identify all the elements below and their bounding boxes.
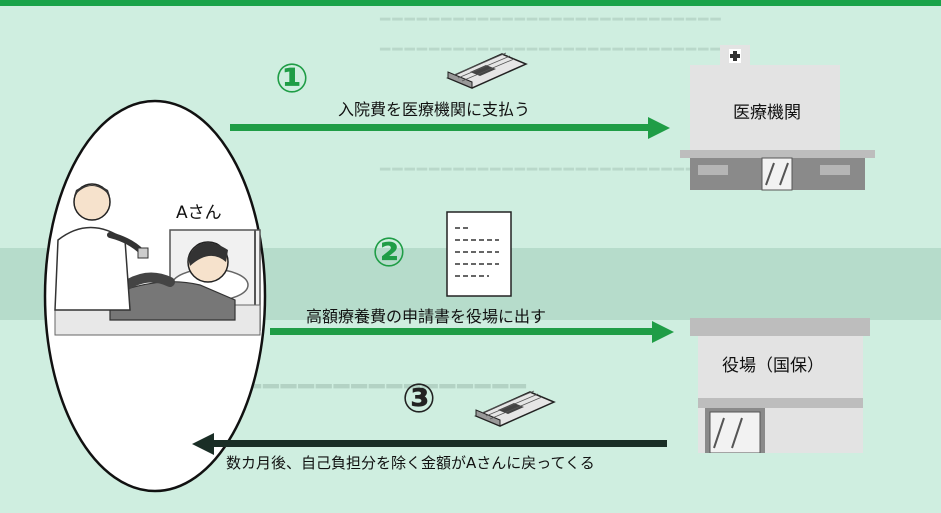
hospital-icon [680, 45, 875, 191]
document-icon [446, 211, 512, 297]
background-text: ━━━━━━━━━━━━━━━━━━ [210, 372, 528, 402]
background-text: ━━━━━━━━━━━━━━━━━━━━━━━━━━━━ [380, 40, 723, 60]
money-bundle-icon [474, 390, 556, 427]
step-1-arrowhead [648, 117, 670, 139]
top-accent-bar [0, 0, 941, 6]
step-2-label: 高額療養費の申請書を役場に出す [306, 307, 547, 326]
step-3-arrow [212, 440, 667, 447]
step-3-number: ③ [402, 376, 436, 422]
patient-label: Aさん [176, 203, 222, 223]
step-3-label: 数カ月後、自己負担分を除く金額がAさんに戻ってくる [226, 454, 595, 472]
town-hall-label: 役場（国保） [722, 356, 824, 376]
step-2-arrow [270, 328, 655, 335]
step-2-number: ② [372, 230, 406, 276]
background-text: ━━━━━━━━━━━━━━━━━━━━━━━━━━━━ [380, 10, 723, 30]
hospital-label: 医療機関 [733, 103, 801, 123]
background-text: ━━━━━━━━━━━━━━━━━━━━━━━━━━━━ [380, 160, 723, 180]
town-hall-icon [690, 318, 870, 453]
step-1-arrow [230, 124, 650, 131]
step-1-number: ① [275, 56, 309, 102]
nurse-and-patient-illustration [54, 183, 261, 336]
step-1-label: 入院費を医療機関に支払う [338, 100, 531, 119]
step-3-arrowhead [192, 433, 214, 455]
money-bundle-icon [446, 52, 528, 89]
step-2-arrowhead [652, 321, 674, 343]
